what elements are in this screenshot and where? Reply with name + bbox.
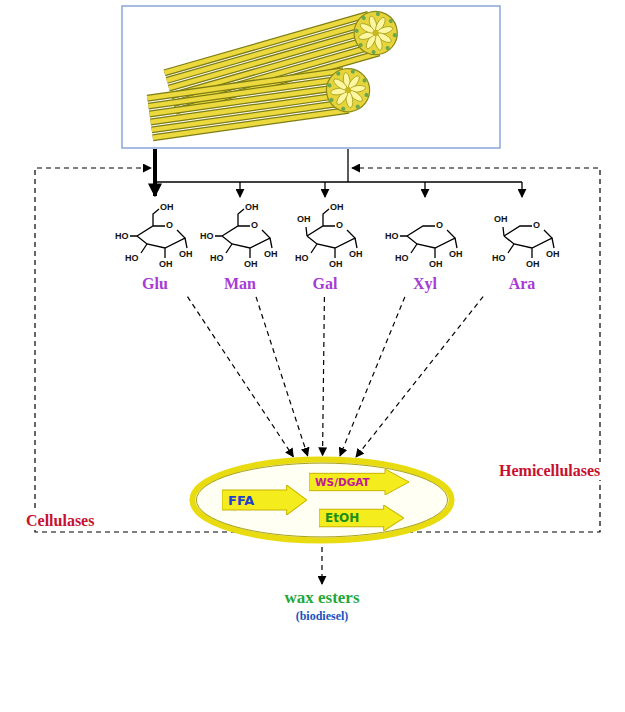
sugar-name: Glu xyxy=(115,274,195,293)
enzyme-label: Hemicellulases xyxy=(497,462,602,480)
atom-label: HO xyxy=(210,253,224,264)
atom-label: OH xyxy=(546,249,560,260)
atom-label: OH xyxy=(429,259,443,270)
sugar-name: Ara xyxy=(482,274,562,293)
sugar-structure: O HO HO OH OH Xyl xyxy=(385,200,465,295)
atom-label: OH xyxy=(160,202,174,213)
atom-label: OH xyxy=(244,259,258,270)
sugar-structure: OH O HO HO OH OH Glu xyxy=(115,200,195,295)
sugar-name: Gal xyxy=(285,274,365,293)
atom-label: OH xyxy=(330,202,344,213)
pathway-label: WS/DGAT xyxy=(315,476,370,488)
sugar-name: Xyl xyxy=(385,274,465,293)
flow-connector xyxy=(356,297,483,458)
atom-label: O xyxy=(436,220,443,231)
atom-label: HO xyxy=(125,253,139,264)
atom-label: O xyxy=(251,220,258,231)
atom-label: OH xyxy=(329,259,343,270)
product-label: wax esters xyxy=(282,588,361,608)
cell-ellipse: FFA WS/DGAT EtOH xyxy=(187,455,457,545)
pathway-label: FFA xyxy=(228,493,254,508)
sugar-structure: OH OH O HO OH OH Gal xyxy=(285,200,365,295)
atom-label: OH xyxy=(159,259,173,270)
sugar-name: Man xyxy=(200,274,280,293)
atom-label: OH xyxy=(449,249,463,260)
sugar-structure: OH O HO OH OH Ara xyxy=(482,200,562,295)
atom-label: O xyxy=(336,220,343,231)
pathway-arrow: EtOH xyxy=(319,505,404,531)
atom-label: OH xyxy=(264,249,278,260)
atom-label: O xyxy=(533,220,540,231)
sugar-structures xyxy=(130,209,554,258)
flow-connector xyxy=(188,297,294,457)
product-label: (biodiesel) xyxy=(294,609,351,624)
pathway-arrow: WS/DGAT xyxy=(309,469,409,495)
atom-label: OH xyxy=(526,259,540,270)
enzyme-label: Cellulases xyxy=(24,512,96,530)
atom-label: OH xyxy=(179,249,193,260)
atom-label: HO xyxy=(115,231,129,242)
atom-label: HO xyxy=(395,253,409,264)
atom-label: OH xyxy=(245,202,259,213)
flow-connector xyxy=(340,297,405,456)
sugar-structure: OH O HO HO OH OH Man xyxy=(200,200,280,295)
biomass-frame xyxy=(122,6,500,148)
pathway-arrow: FFA xyxy=(222,485,307,515)
atom-label: OH xyxy=(494,214,508,225)
atom-label: HO xyxy=(295,253,309,264)
feedback-arrows xyxy=(35,168,600,584)
flow-connector xyxy=(323,297,325,456)
atom-label: OH xyxy=(297,214,311,225)
atom-label: O xyxy=(166,220,173,231)
pathway-label: EtOH xyxy=(325,511,359,525)
hydrolysis-arrows xyxy=(155,149,522,197)
lignocellulose-fibers xyxy=(146,7,410,146)
flow-connector xyxy=(256,297,308,456)
atom-label: OH xyxy=(349,249,363,260)
atom-label: HO xyxy=(385,231,399,242)
atom-label: HO xyxy=(492,253,506,264)
atom-label: HO xyxy=(200,231,214,242)
